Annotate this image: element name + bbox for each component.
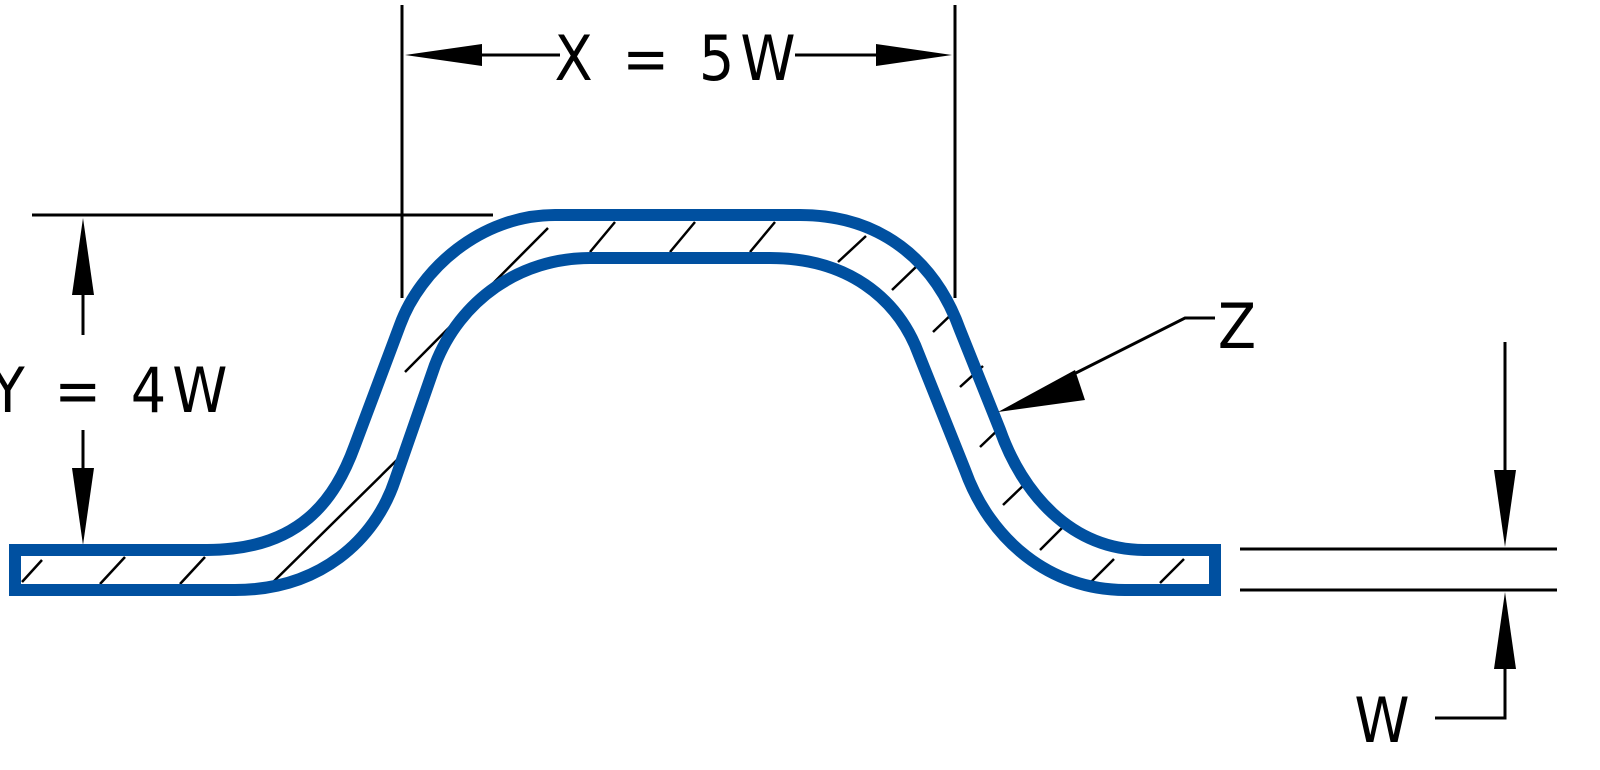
w-dimension: W: [1240, 342, 1557, 757]
z-leader-line: [1057, 316, 1215, 384]
w-arrowhead-up-icon: [1494, 592, 1516, 669]
y-dimension-label: Y = 4W: [0, 354, 233, 427]
w-arrowhead-down-icon: [1494, 470, 1516, 547]
arrowhead-left-icon: [405, 44, 482, 66]
strip-lower-edge: [15, 252, 1215, 596]
x-dimension-label: X = 5W: [554, 22, 801, 95]
arrowhead-up-icon: [72, 218, 94, 295]
z-leader: Z: [998, 290, 1262, 412]
y-dimension: Y = 4W: [0, 213, 493, 545]
arrowhead-right-icon: [876, 44, 952, 66]
w-leader-line: [1435, 667, 1507, 720]
strip-upper-edge: [15, 209, 1215, 556]
z-label: Z: [1218, 290, 1262, 363]
w-label: W: [1354, 684, 1415, 757]
bent-strip-part: [9, 209, 1221, 596]
x-dimension: X = 5W: [400, 5, 957, 298]
arrowhead-down-icon: [72, 468, 94, 545]
z-arrowhead-icon: [998, 370, 1085, 412]
